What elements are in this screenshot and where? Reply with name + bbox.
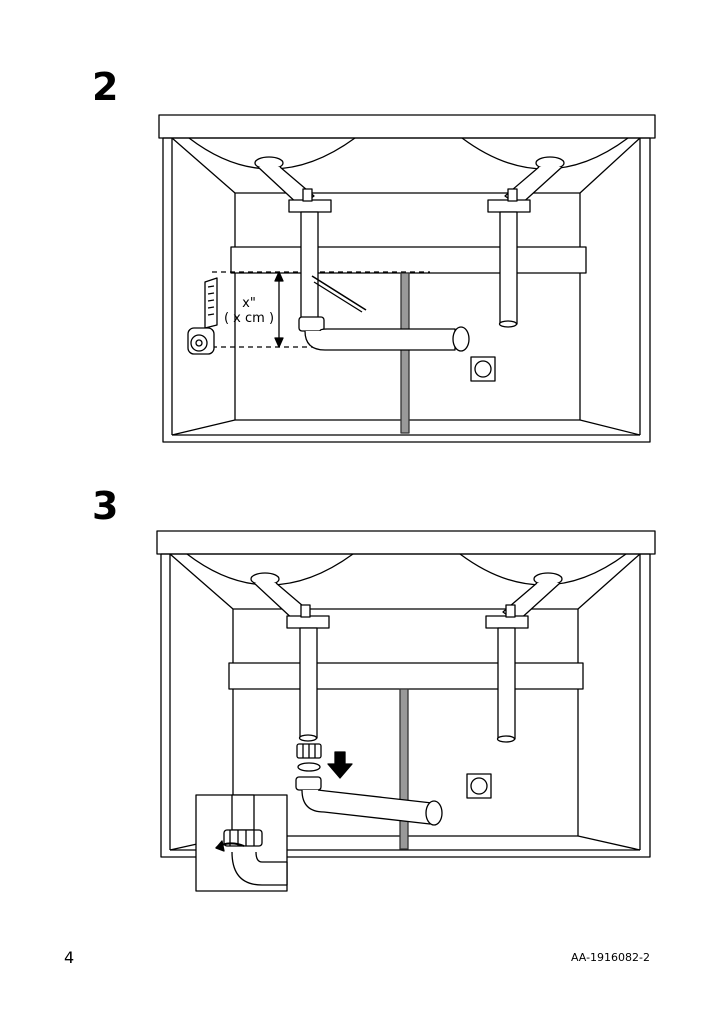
cabinet-frame (162, 137, 651, 443)
measurement-inches: x" (242, 296, 256, 311)
rail (230, 246, 587, 274)
left-tailpiece (299, 627, 318, 739)
wall-pipe (400, 272, 410, 434)
measurement-centimeters: ( x cm ) (223, 311, 275, 326)
washer (297, 762, 321, 772)
tape-measure-blade (204, 277, 218, 329)
arrow-down-icon (327, 751, 353, 779)
step-number: 2 (92, 65, 119, 109)
step-number: 3 (92, 484, 119, 528)
trap-arm (301, 789, 433, 825)
rail (228, 662, 584, 690)
wall-pipe (399, 688, 409, 850)
page-number: 4 (64, 948, 75, 967)
rotate-arrow-icon (215, 840, 225, 852)
right-tailpiece (497, 627, 516, 740)
document-id: AA-1916082-2 (570, 951, 650, 964)
cabinet-frame (160, 553, 651, 858)
saw (311, 275, 367, 311)
countertop (156, 530, 656, 555)
